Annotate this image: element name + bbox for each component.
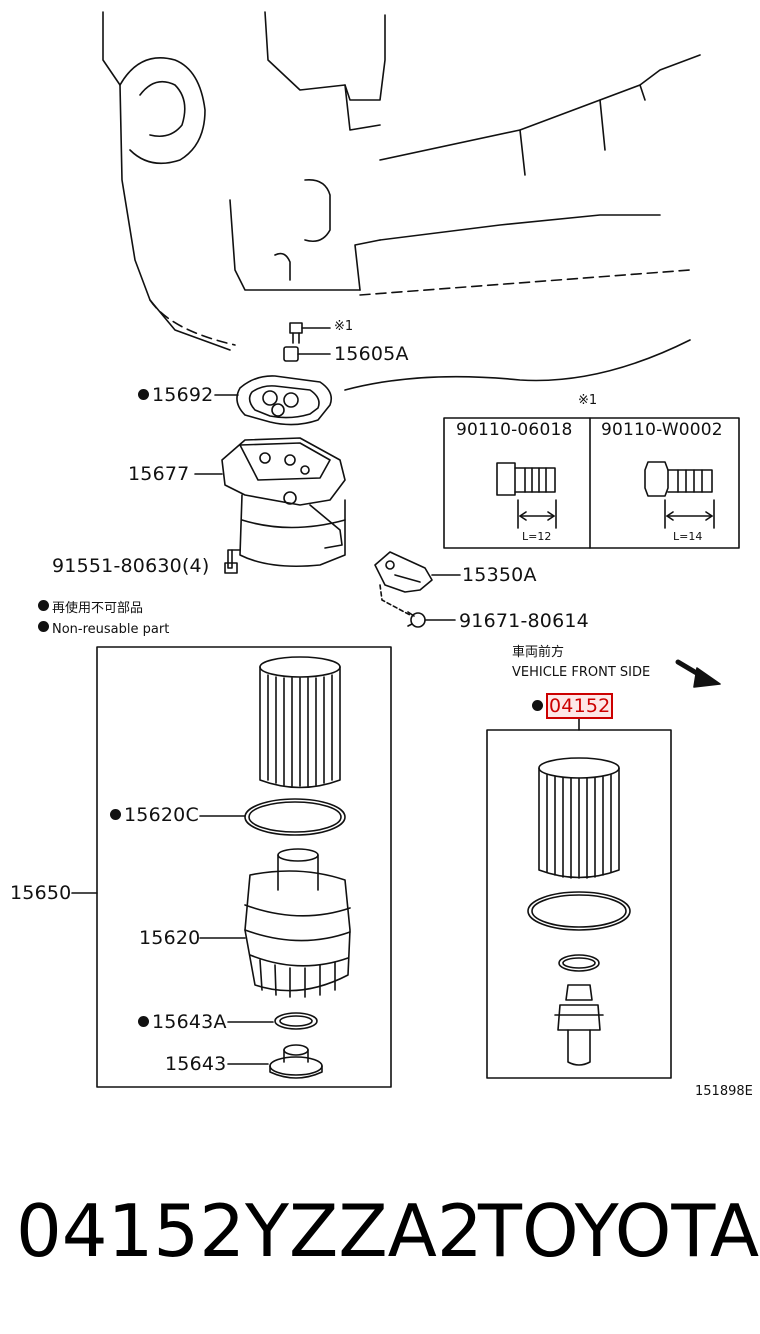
label-15605A[interactable]: 15605A	[334, 343, 409, 365]
non-reusable-dot-icon	[138, 1016, 149, 1027]
label-15677[interactable]: 15677	[128, 463, 190, 485]
bolt-reference-box	[443, 417, 740, 549]
bolt-91551-drawing	[224, 549, 241, 574]
label-04152[interactable]: 04152	[532, 693, 614, 719]
label-91671-80614[interactable]: 91671-80614	[459, 610, 589, 632]
label-15620[interactable]: 15620	[139, 927, 201, 949]
legend-jp: 再使用不可部品	[38, 600, 143, 615]
label-length-12: L=12	[522, 530, 552, 543]
part-15350A-drawing	[374, 551, 461, 616]
non-reusable-dot-icon	[532, 700, 543, 711]
direction-jp: 車両前方	[512, 645, 565, 660]
non-reusable-dot-icon	[110, 809, 121, 820]
assembly-15650-box	[71, 646, 392, 1088]
diagram-code: 151898E	[695, 1084, 753, 1099]
vehicle-front-arrow	[675, 659, 721, 688]
bolt-91671-drawing	[407, 611, 456, 628]
kit-04152-box	[486, 717, 672, 1079]
label-length-14: L=14	[673, 530, 703, 543]
bolt-15605A-drawing	[283, 322, 331, 362]
label-91551-80630[interactable]: 91551-80630(4)	[52, 555, 210, 577]
label-15692[interactable]: 15692	[138, 386, 213, 405]
legend-dot-icon	[38, 621, 49, 632]
non-reusable-dot-icon	[138, 389, 149, 400]
highlighted-part-number: 04152	[546, 693, 614, 719]
label-15643A[interactable]: 15643A	[138, 1013, 227, 1032]
gasket-15692-drawing	[214, 375, 333, 426]
legend-dot-icon	[38, 600, 49, 611]
label-bolt-90110-W0002[interactable]: 90110-W0002	[601, 420, 723, 440]
direction-en: VEHICLE FRONT SIDE	[512, 665, 651, 680]
label-15620C[interactable]: 15620C	[110, 806, 199, 825]
ref-mark-1: ※1	[334, 319, 354, 334]
footer-brand: TOYOTA	[478, 1189, 760, 1273]
label-bolt-90110-06018[interactable]: 90110-06018	[456, 420, 573, 440]
bracket-15677-drawing	[194, 437, 346, 567]
label-15643[interactable]: 15643	[165, 1053, 227, 1075]
ref-mark-box: ※1	[578, 393, 598, 408]
label-15650[interactable]: 15650	[10, 882, 72, 904]
label-15350A[interactable]: 15350A	[462, 564, 537, 586]
footer-part-number: 04152YZZA2	[16, 1189, 483, 1273]
engine-block-outline	[102, 11, 701, 391]
legend-en: Non-reusable part	[38, 621, 169, 636]
